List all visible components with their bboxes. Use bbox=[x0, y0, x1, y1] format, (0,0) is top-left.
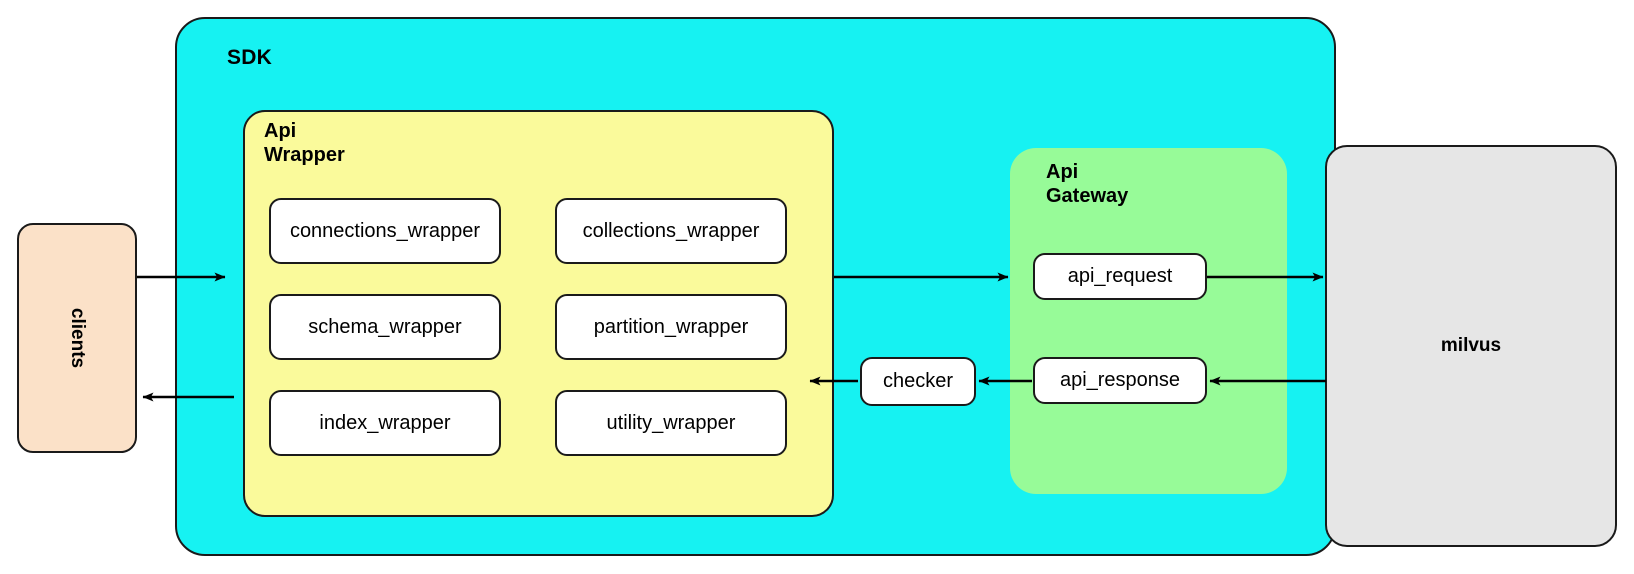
module-utility-wrapper[interactable]: utility_wrapper bbox=[555, 390, 787, 456]
api-request-label: api_request bbox=[1067, 265, 1173, 287]
module-collections-wrapper[interactable]: collections_wrapper bbox=[555, 198, 787, 264]
module-label: partition_wrapper bbox=[593, 315, 749, 338]
clients-label: clients bbox=[66, 307, 88, 369]
module-partition-wrapper[interactable]: partition_wrapper bbox=[555, 294, 787, 360]
checker-node[interactable]: checker bbox=[860, 357, 976, 406]
api-wrapper-label: Api Wrapper bbox=[264, 120, 345, 166]
module-index-wrapper[interactable]: index_wrapper bbox=[269, 390, 501, 456]
checker-label: checker bbox=[882, 370, 954, 392]
api-request-node[interactable]: api_request bbox=[1033, 253, 1207, 300]
api-response-label: api_response bbox=[1059, 369, 1181, 391]
module-connections-wrapper[interactable]: connections_wrapper bbox=[269, 198, 501, 264]
milvus-label: milvus bbox=[1440, 335, 1502, 356]
module-label: utility_wrapper bbox=[606, 411, 736, 434]
module-label: index_wrapper bbox=[319, 411, 451, 434]
api-gateway-label: Api Gateway bbox=[1046, 161, 1129, 207]
api-gateway-container[interactable]: Api Gateway api_request api_response bbox=[1010, 148, 1287, 494]
api-response-node[interactable]: api_response bbox=[1033, 357, 1207, 404]
clients-node[interactable]: clients bbox=[17, 223, 137, 453]
milvus-node[interactable]: milvus bbox=[1325, 145, 1617, 547]
api-wrapper-container[interactable]: Api Wrapper connections_wrapper collecti… bbox=[243, 110, 834, 517]
module-schema-wrapper[interactable]: schema_wrapper bbox=[269, 294, 501, 360]
module-label: schema_wrapper bbox=[308, 315, 462, 338]
sdk-label: SDK bbox=[227, 46, 272, 69]
module-label: connections_wrapper bbox=[289, 219, 481, 242]
module-label: collections_wrapper bbox=[582, 219, 760, 242]
